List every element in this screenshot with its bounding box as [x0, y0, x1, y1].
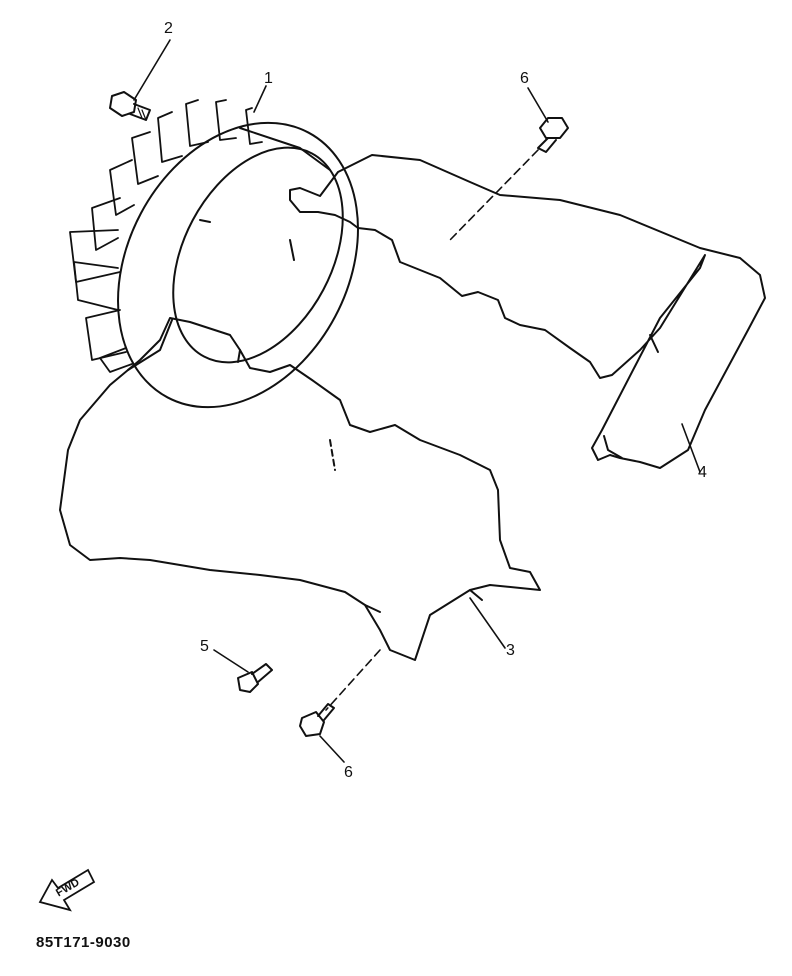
- part-code: 85T171-9030: [36, 934, 131, 951]
- leader-1: [253, 85, 267, 113]
- leader-6-bottom: [319, 735, 345, 763]
- bolt-2: [109, 91, 151, 121]
- pin-5: [237, 663, 273, 693]
- callout-1: 1: [264, 70, 273, 87]
- leader-lines: [133, 39, 701, 763]
- leader-6-top: [527, 87, 549, 123]
- upper-shroud: [289, 154, 766, 469]
- leader-4: [681, 423, 701, 473]
- flywheel-fan: [69, 99, 359, 409]
- leader-5: [213, 649, 249, 673]
- callout-6-top: 6: [520, 70, 529, 87]
- bolt-6-top: [537, 117, 569, 153]
- leader-2: [133, 39, 171, 101]
- callout-3: 3: [506, 642, 515, 659]
- callout-2: 2: [164, 20, 173, 37]
- leader-3: [469, 597, 506, 649]
- callout-4: 4: [698, 464, 707, 481]
- fwd-arrow-icon: [38, 868, 96, 912]
- callout-6-bottom: 6: [344, 764, 353, 781]
- callout-5: 5: [200, 638, 209, 655]
- leader-6-top-dash: [449, 149, 539, 241]
- leader-6-bottom-dash: [325, 649, 381, 711]
- lower-shroud: [59, 317, 541, 661]
- bolt-6-bottom: [299, 703, 335, 737]
